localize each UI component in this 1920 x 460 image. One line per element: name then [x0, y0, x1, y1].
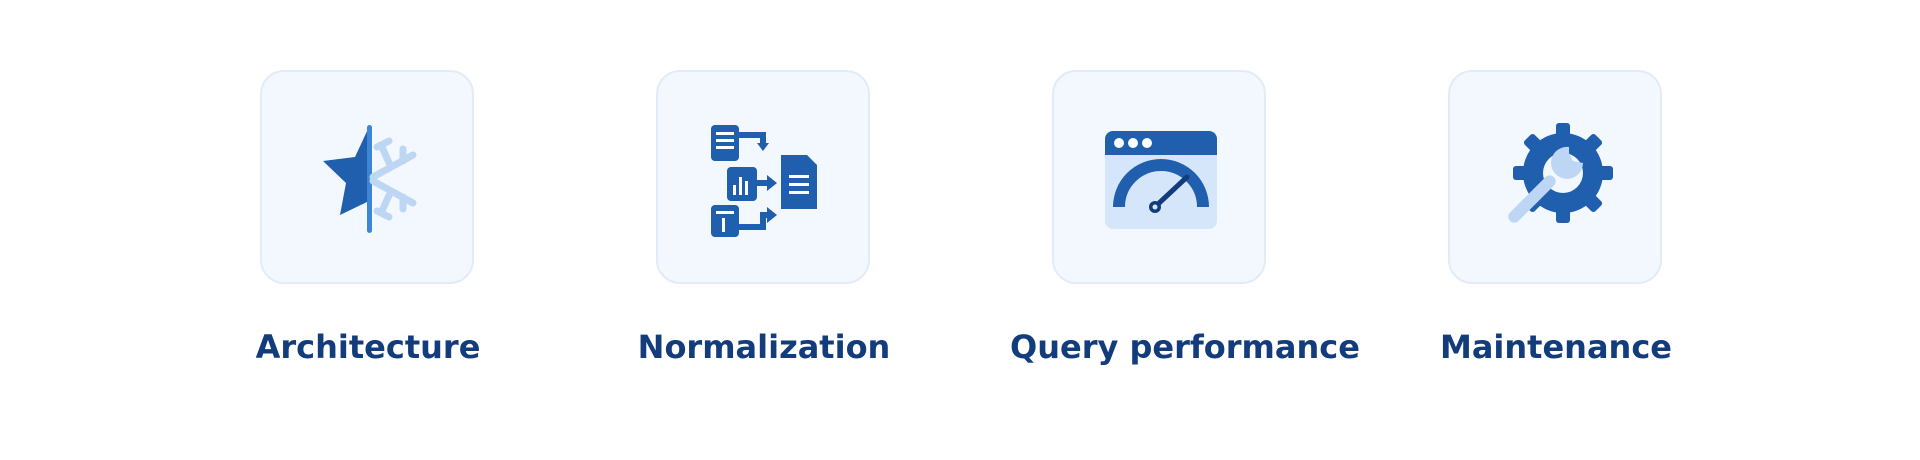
icon-tile: [656, 70, 870, 284]
speedometer-window-icon: [1105, 131, 1217, 229]
feature-card-query-performance[interactable]: Query performance: [1010, 0, 1360, 420]
feature-card-normalization[interactable]: Normalization: [614, 0, 914, 420]
icon-tile: [1052, 70, 1266, 284]
star-snowflake-icon: [323, 125, 417, 233]
icon-tile: [260, 70, 474, 284]
feature-label: Normalization: [637, 328, 891, 366]
gear-wrench-icon: [1508, 123, 1613, 223]
feature-label: Architecture: [255, 328, 481, 366]
icon-tile: [1448, 70, 1662, 284]
feature-card-architecture[interactable]: Architecture: [218, 0, 518, 420]
feature-label: Maintenance: [1439, 328, 1672, 366]
feature-card-maintenance[interactable]: Maintenance: [1406, 0, 1706, 420]
normalization-flow-icon: [711, 125, 817, 237]
feature-label: Query performance: [1010, 328, 1360, 366]
